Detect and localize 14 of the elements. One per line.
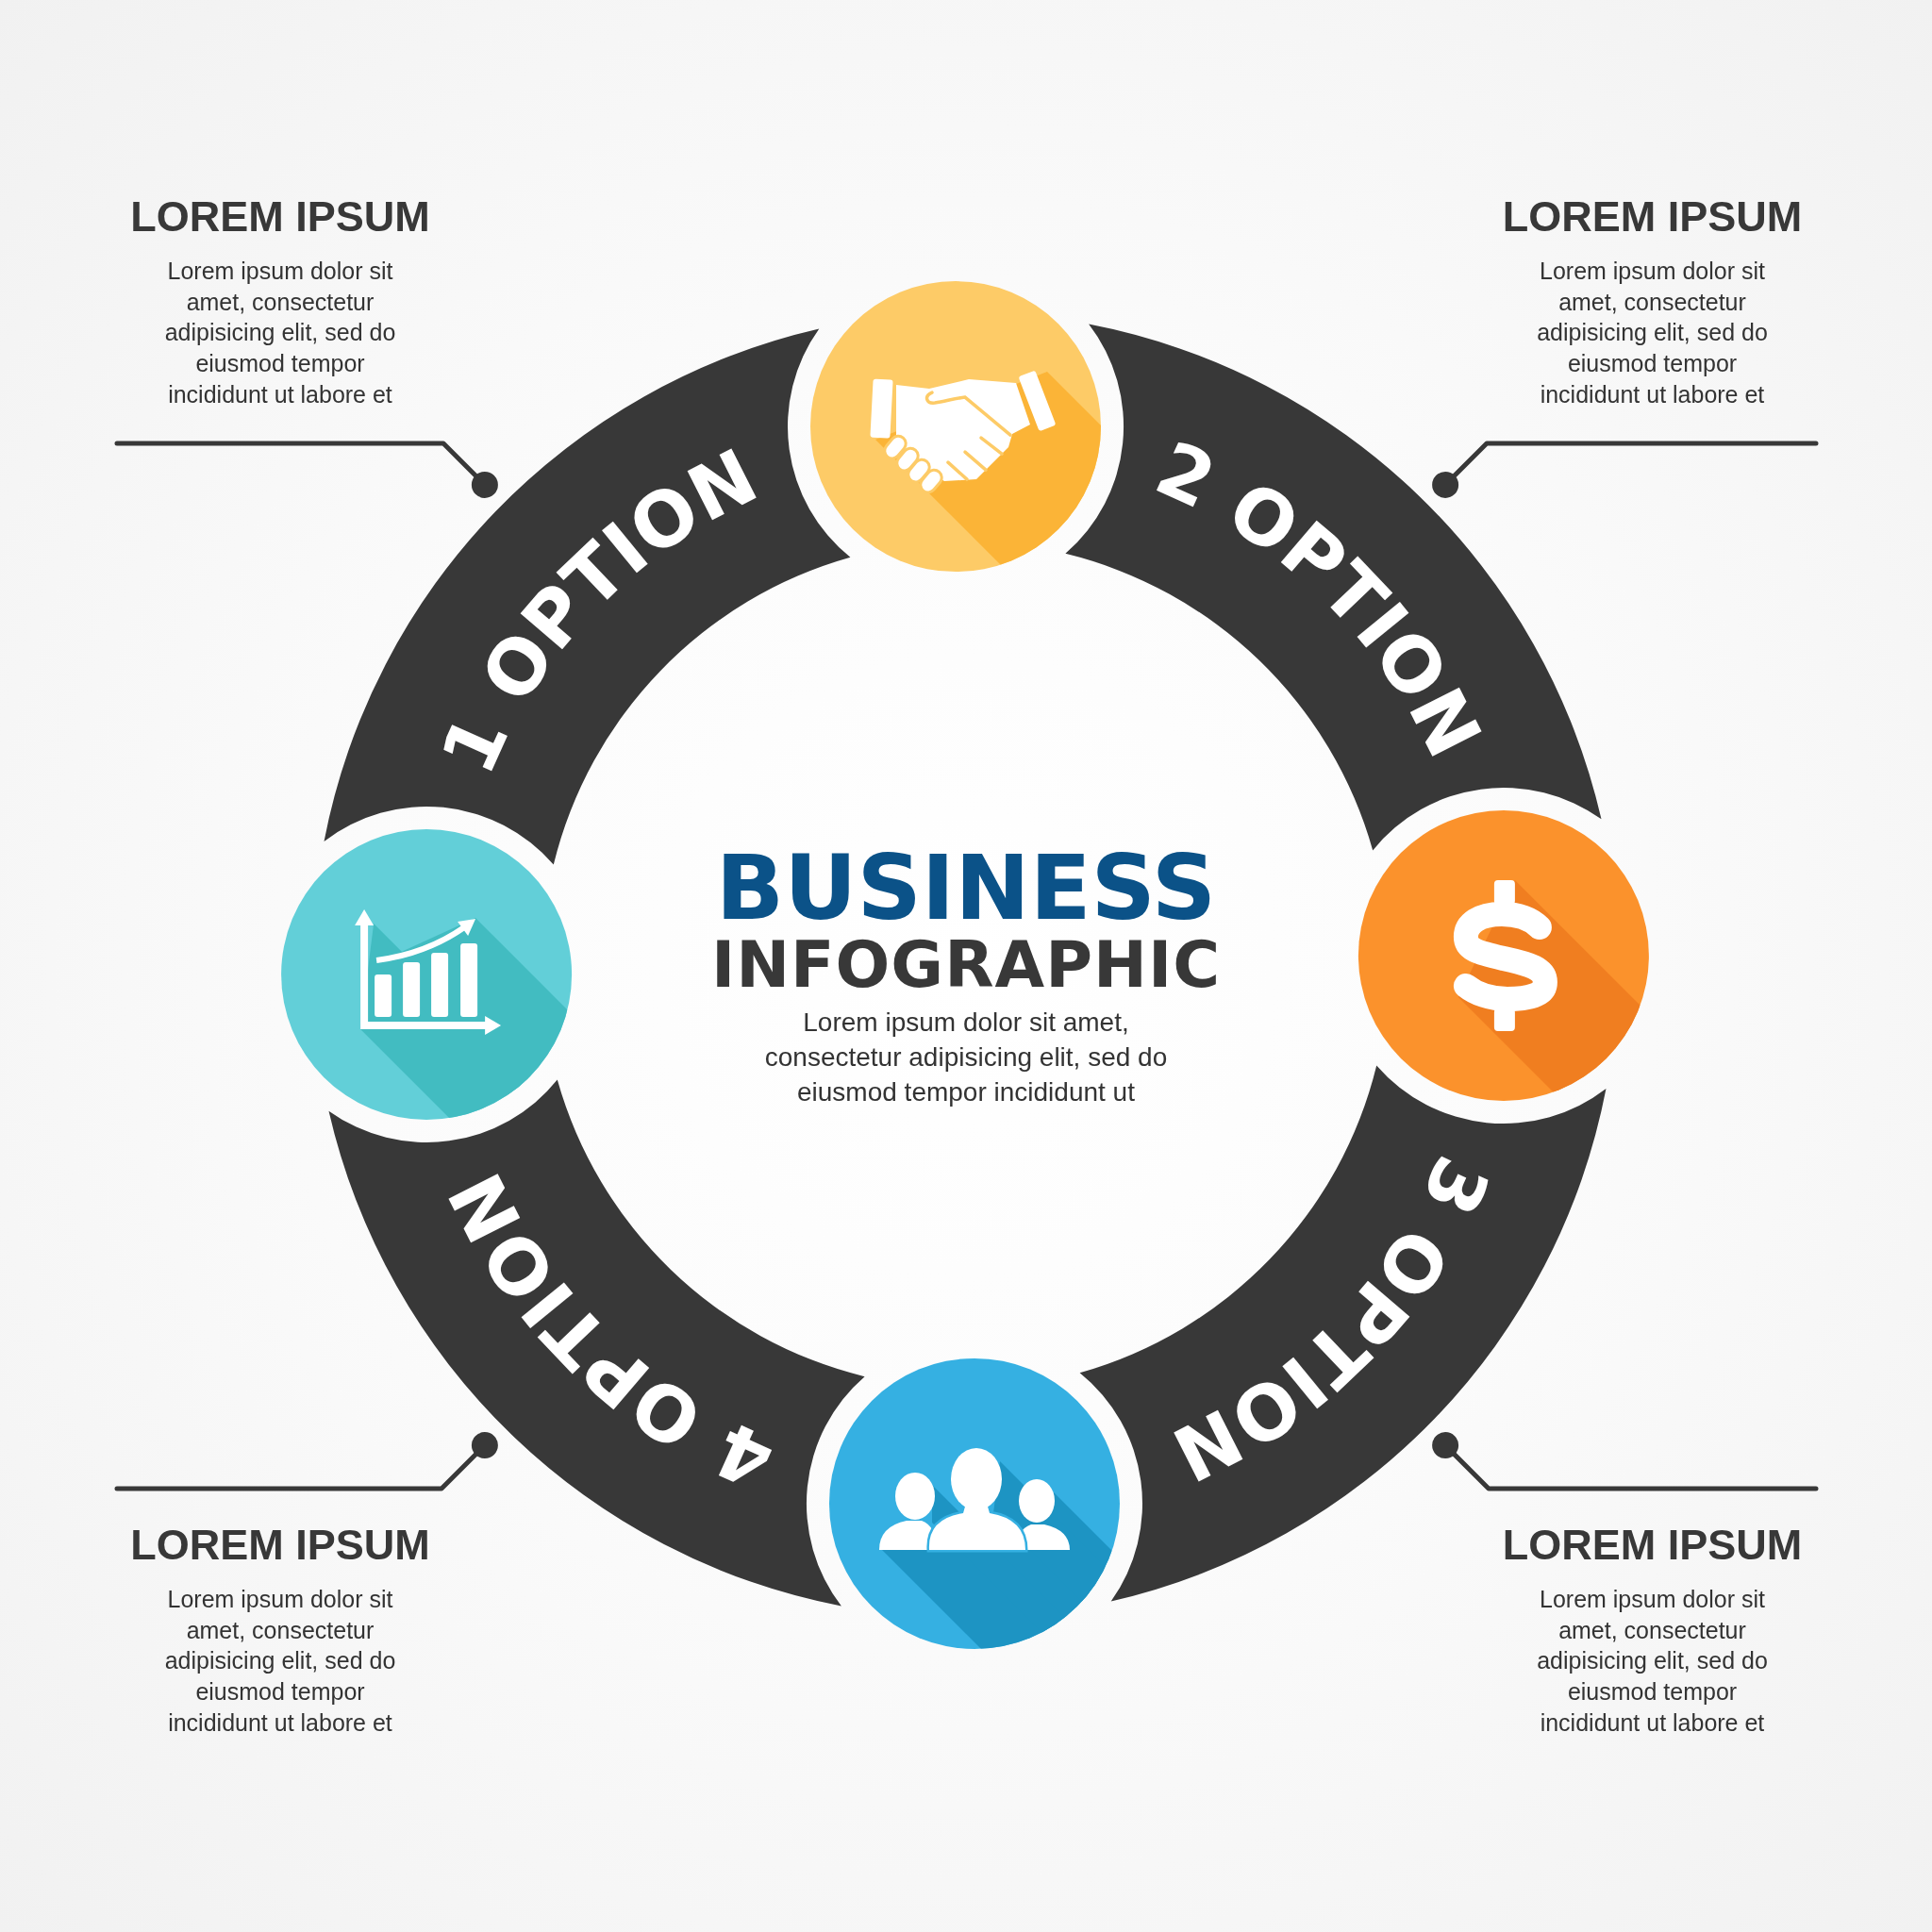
leader-line (1432, 1432, 1819, 1491)
title: BUSINESS INFOGRAPHIC (709, 843, 1223, 997)
description-text: Lorem ipsum dolor sit amet, consectetur adipisicing elit, sed do eiusmod tempor incididunt ut labore et (1536, 1584, 1769, 1738)
section-heading: LOREM IPSUM (130, 192, 430, 242)
description-text: Lorem ipsum dolor sit amet, consectetur adipisicing elit, sed do eiusmod tempor incididunt ut labore et (163, 1584, 397, 1738)
description-text: Lorem ipsum dolor sit amet, consectetur adipisicing elit, sed do eiusmod tempor incididunt ut labore et (1536, 256, 1769, 409)
leader-line (114, 441, 498, 498)
section-heading: LOREM IPSUM (130, 1521, 430, 1570)
description-text: Lorem ipsum dolor sit amet, consectetur adipisicing elit, sed do eiusmod tempor incididunt ut labore et (163, 256, 397, 409)
leader-line (1432, 441, 1819, 498)
leader-line (114, 1432, 498, 1491)
section-heading: LOREM IPSUM (1502, 192, 1803, 242)
section-heading: LOREM IPSUM (1502, 1521, 1803, 1570)
description-text: Lorem ipsum dolor sit amet, consectetur adipisicing elit, sed do eiusmod tempor incididunt ut (763, 1007, 1169, 1108)
